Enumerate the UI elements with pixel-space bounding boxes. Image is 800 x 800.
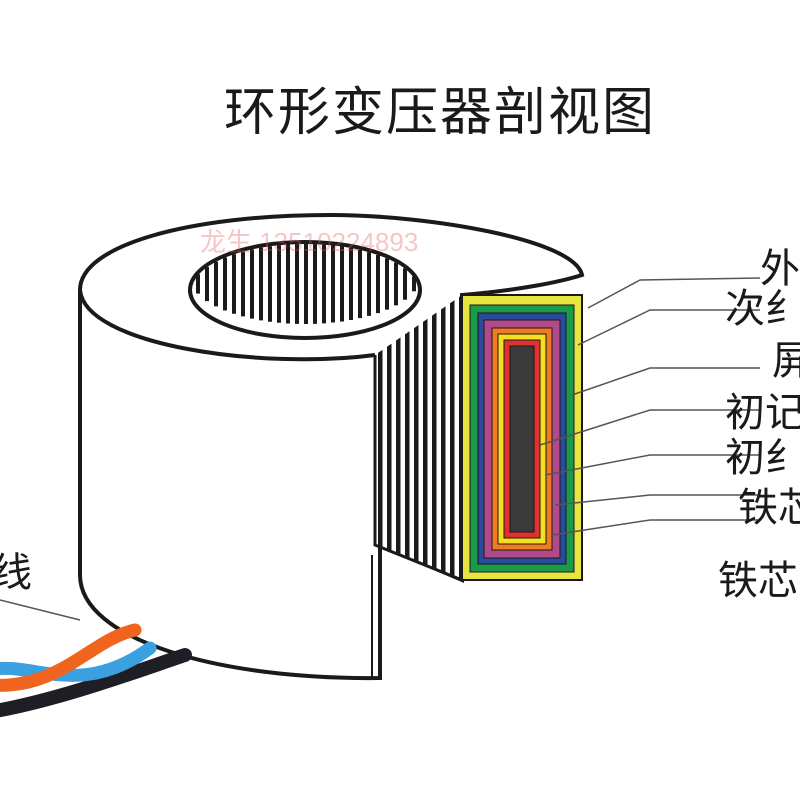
toroid-top-rim xyxy=(78,289,376,362)
label-core: 铁芯 xyxy=(718,558,798,604)
label-core-insulation: 铁芯 xyxy=(738,485,800,531)
diagram-title: 环形变压器剖视图 xyxy=(223,83,656,143)
leader-primary xyxy=(544,454,760,476)
leader-core-ins xyxy=(554,494,760,506)
watermark: 龙生 13510224893 xyxy=(200,227,419,257)
label-shield: 屏 xyxy=(772,338,800,384)
layer-core xyxy=(509,345,535,533)
wire-black xyxy=(0,648,192,718)
lead-wires xyxy=(0,623,192,718)
hole-stripes xyxy=(196,244,416,324)
label-outer-insulation: 外 xyxy=(760,246,800,292)
leader-secondary xyxy=(577,309,760,346)
wire-orange xyxy=(0,623,142,692)
label-primary-insulation: 初记 xyxy=(725,390,800,436)
leader-shield xyxy=(571,367,760,396)
leader-primary-ins xyxy=(539,409,760,446)
leader-core xyxy=(551,519,760,536)
leader-outer xyxy=(587,277,761,309)
leader-lead xyxy=(0,599,81,621)
label-primary-winding: 初纟 xyxy=(725,435,800,481)
label-secondary-winding: 次纟 xyxy=(725,286,800,332)
label-lead-wire: 线 xyxy=(0,550,32,596)
leader-lines xyxy=(0,277,761,621)
